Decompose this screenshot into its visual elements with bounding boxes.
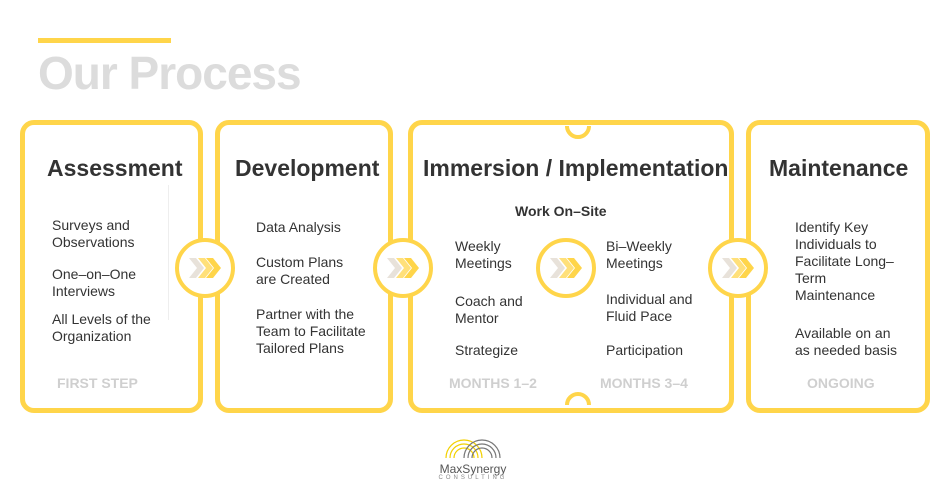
stage-footer: MONTHS 1–2 (449, 375, 537, 391)
chevron-arrow-icon (550, 258, 582, 278)
stage-card-maintenance: Maintenance Identify Key Individuals to … (746, 120, 930, 413)
list-item: Coach and Mentor (455, 293, 523, 326)
stage-heading: Maintenance (769, 155, 909, 181)
stage-subheading: Work On–Site (515, 203, 607, 219)
list-item: Strategize (455, 342, 519, 358)
list-item: Available on an as needed basis (795, 325, 897, 358)
page-title: Our Process (38, 47, 302, 99)
stage-heading: Development (235, 155, 380, 181)
list-item: Custom Plans are Created (256, 254, 344, 287)
list-item: Participation (606, 342, 684, 358)
stage-card-assessment: Assessment Surveys and Observations One–… (20, 120, 203, 413)
chevron-connector (536, 238, 596, 298)
title-accent-line (38, 38, 171, 43)
list-item: Partner with the Team to Facilitate Tail… (256, 306, 366, 356)
list-item: All Levels of the Organization (52, 311, 151, 344)
chevron-arrow-icon (387, 258, 419, 278)
divider (168, 185, 169, 320)
stage-footer: MONTHS 3–4 (600, 375, 688, 391)
card-notch-top (565, 126, 591, 139)
stage-footer: FIRST STEP (57, 375, 138, 391)
list-item: Individual and Fluid Pace (606, 291, 693, 324)
list-item: Weekly Meetings (455, 238, 512, 271)
list-item: Data Analysis (256, 219, 341, 235)
chevron-connector (175, 238, 235, 298)
chevron-arrow-icon (722, 258, 754, 278)
stage-footer: ONGOING (807, 375, 875, 391)
company-logo: MaxSynergy CONSULTING (428, 438, 518, 481)
list-item: Surveys and Observations (52, 217, 135, 250)
list-item: One–on–One Interviews (52, 266, 137, 299)
stage-heading: Immersion / Implementation (423, 155, 729, 181)
chevron-connector (373, 238, 433, 298)
list-item: Bi–Weekly Meetings (606, 238, 672, 271)
logo-name: MaxSynergy (439, 462, 507, 476)
list-item: Identify Key Individuals to Facilitate L… (795, 219, 894, 303)
chevron-connector (708, 238, 768, 298)
logo-arcs-icon (445, 439, 501, 459)
stage-card-development: Development Data Analysis Custom Plans a… (215, 120, 393, 413)
logo-tagline: CONSULTING (438, 475, 508, 481)
stage-heading: Assessment (47, 155, 183, 181)
card-notch-bottom (565, 392, 591, 405)
chevron-arrow-icon (189, 258, 221, 278)
